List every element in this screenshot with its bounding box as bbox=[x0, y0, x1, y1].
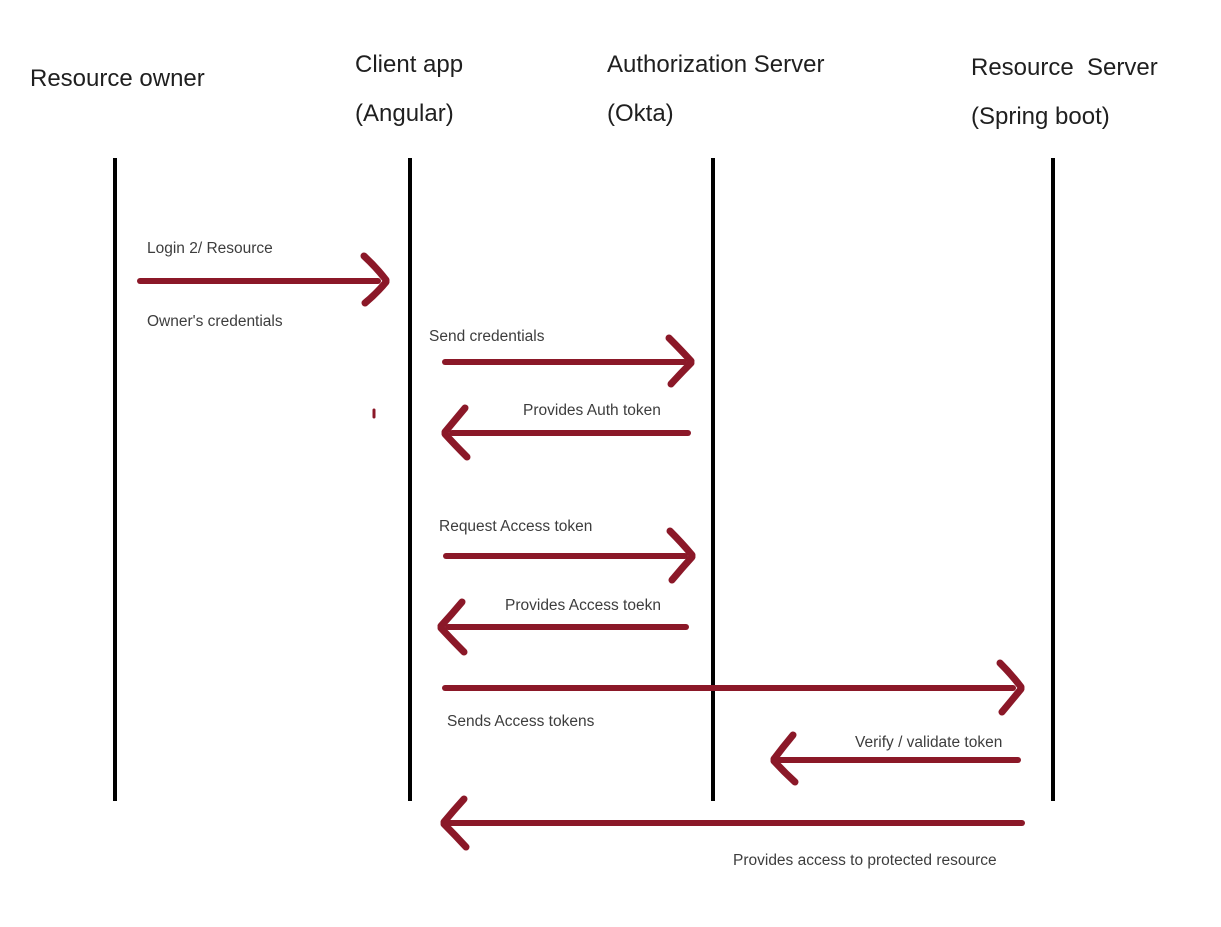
actor-header-resource-server: Resource Server (Spring boot) bbox=[971, 53, 1158, 132]
arrow-right-icon bbox=[665, 334, 695, 365]
message-label-provides-access-resource: Provides access to protected resource bbox=[733, 852, 997, 869]
actor-title: Resource owner bbox=[30, 65, 205, 92]
actor-title: Client app bbox=[355, 51, 464, 78]
actor-title: Resource Server bbox=[971, 54, 1158, 81]
message-arrow-sends-access-tokens bbox=[442, 659, 1025, 716]
lifeline-resource-owner bbox=[113, 158, 117, 801]
message-arrow-provides-access-resource bbox=[440, 795, 1025, 851]
lifeline-client-app bbox=[408, 158, 412, 801]
arrow-left-icon bbox=[441, 404, 469, 436]
arrow-left-icon bbox=[770, 731, 797, 763]
actor-header-resource-owner: Resource owner bbox=[30, 64, 205, 94]
message-label-provides-access-token: Provides Access toekn bbox=[505, 597, 661, 614]
lifeline-authorization-server bbox=[711, 158, 715, 801]
actor-subtitle: (Spring boot) bbox=[971, 103, 1110, 130]
message-label-send-credentials: Send credentials bbox=[429, 328, 545, 345]
message-label-request-access-token: Request Access token bbox=[439, 518, 593, 535]
message-arrow-request-access-token bbox=[443, 527, 696, 584]
arrow-right-icon bbox=[360, 252, 390, 284]
arrow-right-icon bbox=[666, 527, 696, 559]
lifeline-resource-server bbox=[1051, 158, 1055, 801]
actor-header-authorization-server: Authorization Server (Okta) bbox=[607, 50, 824, 129]
message-label-login-credentials: Login 2/ Resource Owner's credentials bbox=[147, 240, 283, 330]
message-label-provides-auth-token: Provides Auth token bbox=[523, 402, 661, 419]
actor-title: Authorization Server bbox=[607, 51, 825, 78]
message-label-sends-access-tokens: Sends Access tokens bbox=[447, 713, 595, 730]
actor-subtitle: (Angular) bbox=[355, 100, 454, 127]
arrow-left-icon bbox=[437, 598, 466, 630]
arrow-right-icon bbox=[996, 659, 1025, 691]
actor-subtitle: (Okta) bbox=[607, 100, 674, 127]
actor-header-client-app: Client app (Angular) bbox=[355, 50, 463, 129]
message-label-verify-validate-token: Verify / validate token bbox=[855, 734, 1003, 751]
arrow-left-icon bbox=[440, 795, 468, 826]
